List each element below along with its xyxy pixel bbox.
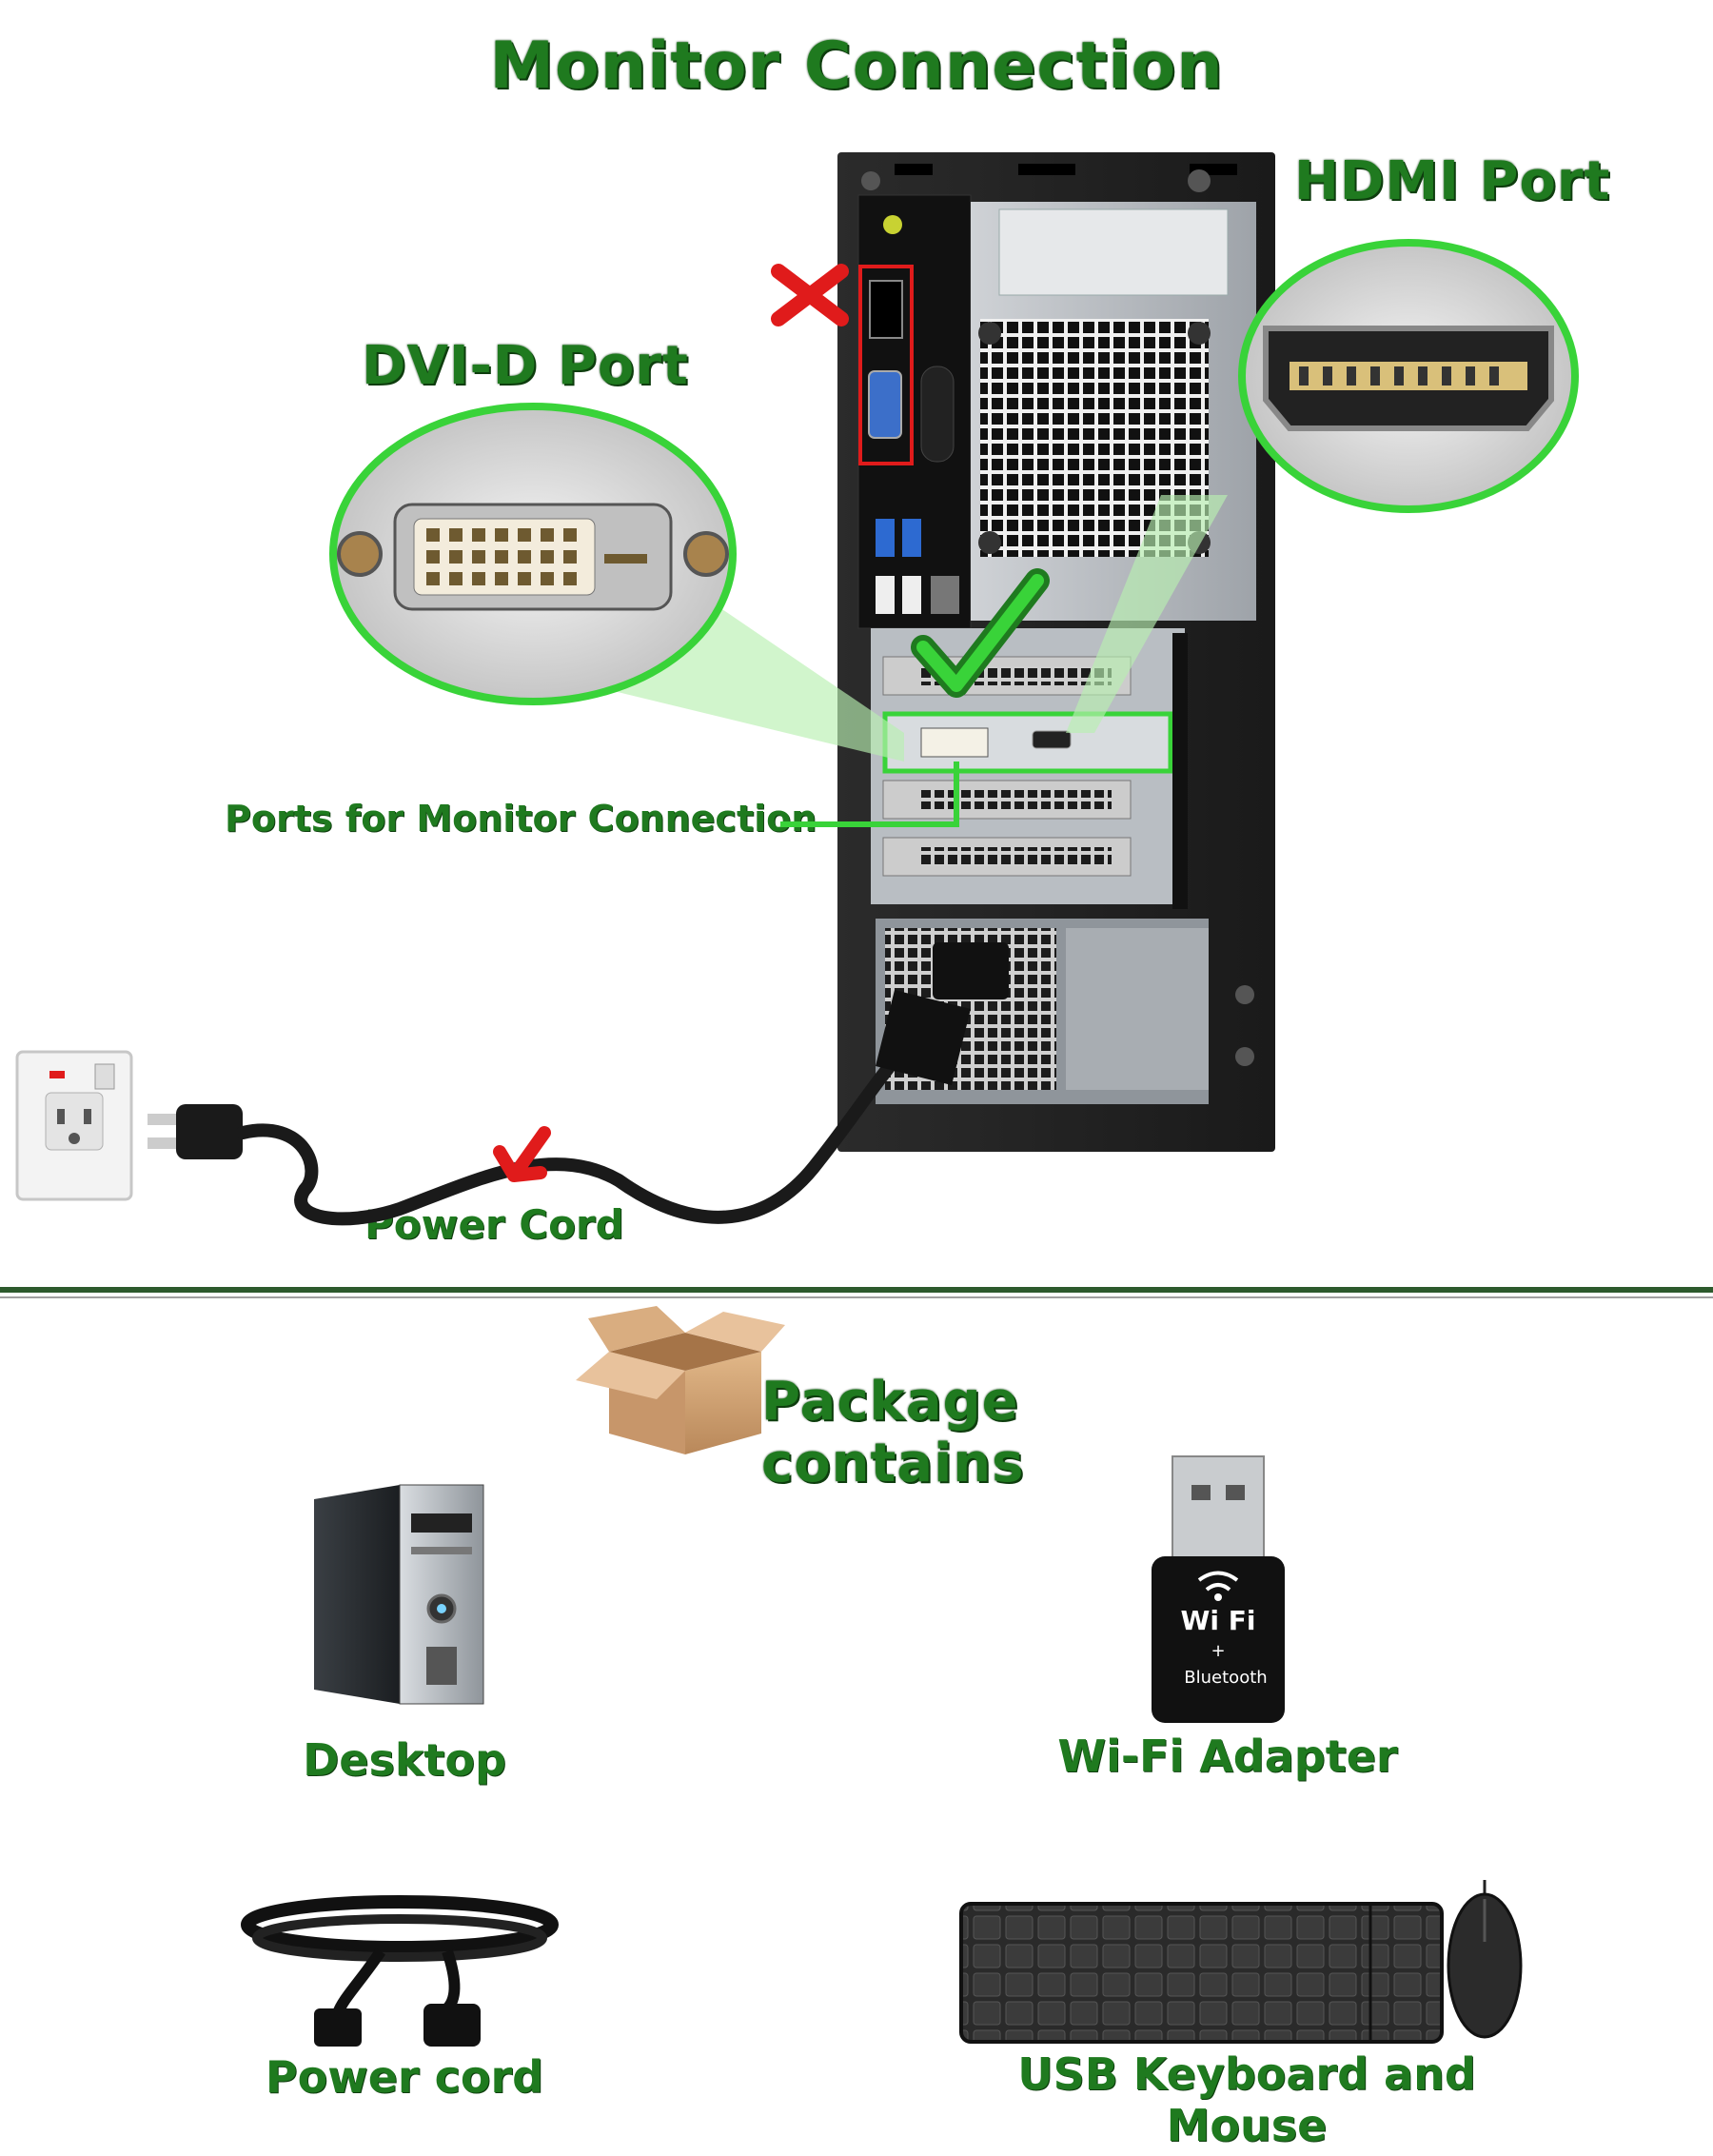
section-divider — [0, 1287, 1713, 1293]
hdmi-port-label: HDMI Port — [1294, 150, 1611, 212]
red-arrow-icon — [493, 1126, 551, 1182]
package-item-powercord-label: Power cord — [265, 2051, 544, 2103]
page-title: Monitor Connection — [489, 29, 1224, 104]
package-title: Package contains — [761, 1371, 1025, 1494]
power-cord-coil-icon — [241, 1895, 559, 2047]
package-item-keyboard-label: USB Keyboard and Mouse — [1017, 2048, 1476, 2151]
pc-case-rear — [771, 152, 1275, 1152]
wifi-adapter-icon: Wi Fi + Bluetooth — [1152, 1455, 1285, 1723]
package-item-desktop-label: Desktop — [303, 1734, 506, 1786]
keyboard-mouse-icon — [959, 1880, 1523, 2044]
scene-power-cord — [148, 990, 971, 1226]
dvi-magnifier — [329, 403, 737, 705]
wifi-logo-text: Wi Fi — [1181, 1605, 1256, 1636]
desktop-tower-icon — [314, 1484, 484, 1705]
hdmi-magnifier — [1238, 239, 1579, 513]
ports-monitor-label: Ports for Monitor Connection — [225, 798, 817, 840]
bluetooth-text: Bluetooth — [1184, 1668, 1267, 1688]
dvi-port-label: DVI-D Port — [362, 335, 689, 397]
wall-outlet — [15, 1050, 133, 1201]
package-item-wifi-label: Wi-Fi Adapter — [1057, 1731, 1398, 1782]
box-icon — [576, 1306, 785, 1454]
ports-connector-line — [780, 762, 959, 827]
svg-text:+: + — [1211, 1641, 1225, 1661]
